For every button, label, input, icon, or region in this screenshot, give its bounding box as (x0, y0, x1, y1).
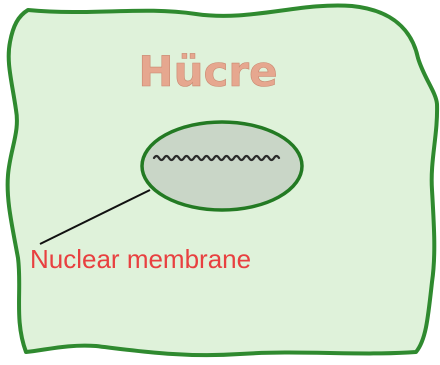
cell-title: Hücre (138, 47, 277, 96)
leader-line (39, 189, 151, 245)
nuclear-membrane-label: Nuclear membrane (30, 244, 251, 274)
nucleus (140, 120, 304, 212)
dna-strand (152, 154, 281, 162)
